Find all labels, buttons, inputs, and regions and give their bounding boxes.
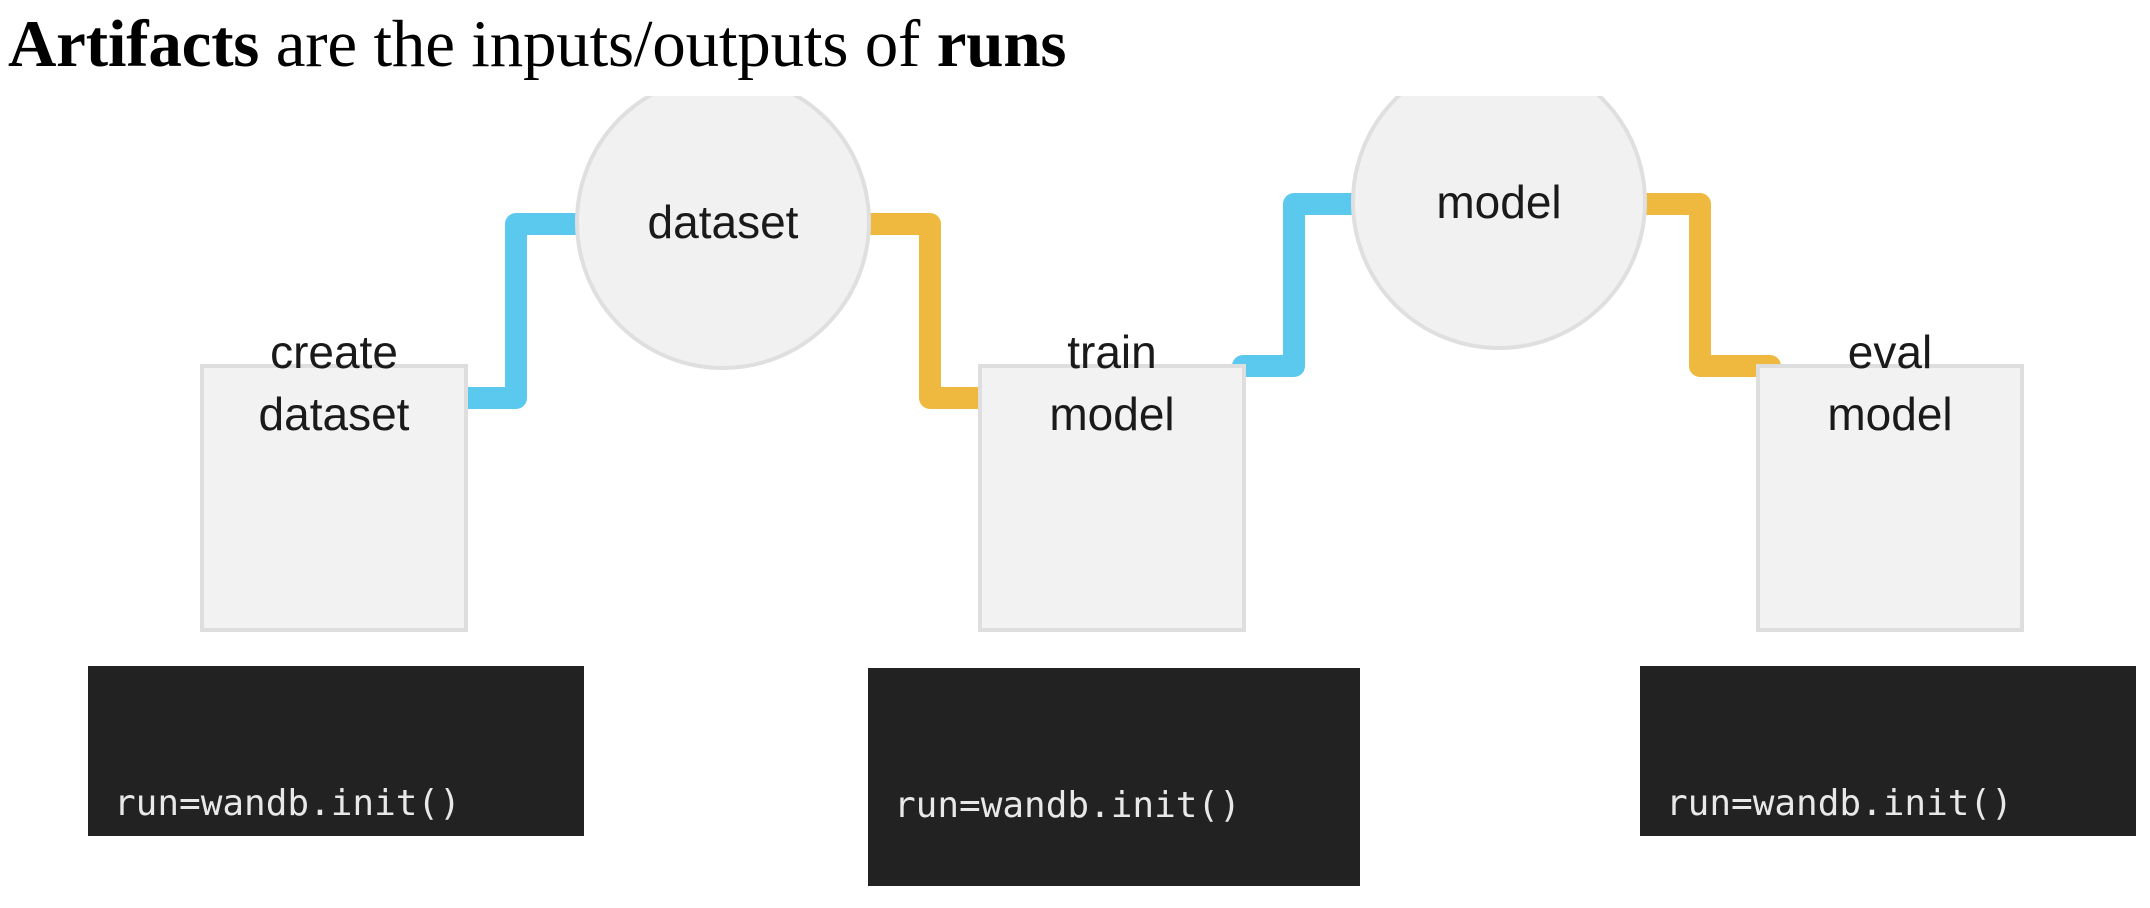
code-block-train-model: run=wandb.init() run.log_artifact() run.…: [868, 668, 1360, 886]
edge-dataset-to-train-model: [837, 213, 1003, 409]
edge-train-model-to-model: [1232, 193, 1389, 377]
edge-create-dataset-to-dataset: [455, 213, 611, 409]
run-box-create-dataset: [200, 364, 468, 632]
edge-model-to-eval-model: [1609, 193, 1781, 377]
code-line: run=wandb.init(): [894, 782, 1334, 830]
artifact-flow-diagram: create dataset train model eval model da…: [200, 96, 2024, 632]
run-box-eval-model: [1756, 364, 2024, 632]
run-label-create-dataset-line2: dataset: [259, 388, 410, 440]
code-block-eval-model: run=wandb.init() run.use_artifact(): [1640, 666, 2136, 836]
artifact-node-model[interactable]: model: [1351, 96, 1647, 350]
run-label-eval-model-line1: eval: [1848, 326, 1932, 378]
artifact-circle-model: [1351, 96, 1647, 350]
page-title: Artifacts are the inputs/outputs of runs: [8, 0, 2108, 90]
run-label-train-model-line2: model: [1049, 388, 1174, 440]
page-title-bold-runs: runs: [936, 7, 1067, 81]
artifact-node-dataset[interactable]: dataset: [575, 96, 871, 370]
run-node-eval-model[interactable]: eval model: [1756, 326, 2024, 632]
run-label-create-dataset-line1: create: [270, 326, 398, 378]
artifact-label-model: model: [1436, 176, 1561, 228]
run-label-eval-model-line2: model: [1827, 388, 1952, 440]
code-token-init: run=wandb.init(): [1666, 783, 2013, 824]
artifact-label-dataset: dataset: [648, 196, 799, 248]
code-token-init: run=wandb.init(): [894, 785, 1241, 826]
run-box-train-model: [978, 364, 1246, 632]
run-label-train-model-line1: train: [1067, 326, 1156, 378]
code-line: run=wandb.init(): [1666, 780, 2110, 828]
artifact-circle-dataset: [575, 96, 871, 370]
code-token-init: run=wandb.init(): [114, 783, 461, 824]
run-node-create-dataset[interactable]: create dataset: [200, 326, 468, 632]
page-title-bold-artifacts: Artifacts: [8, 7, 260, 81]
run-node-train-model[interactable]: train model: [978, 326, 1246, 632]
page-title-middle: are the inputs/outputs of: [259, 7, 937, 81]
code-block-create-dataset: run=wandb.init() run.log_artifact(): [88, 666, 584, 836]
code-line: run=wandb.init(): [114, 780, 558, 828]
